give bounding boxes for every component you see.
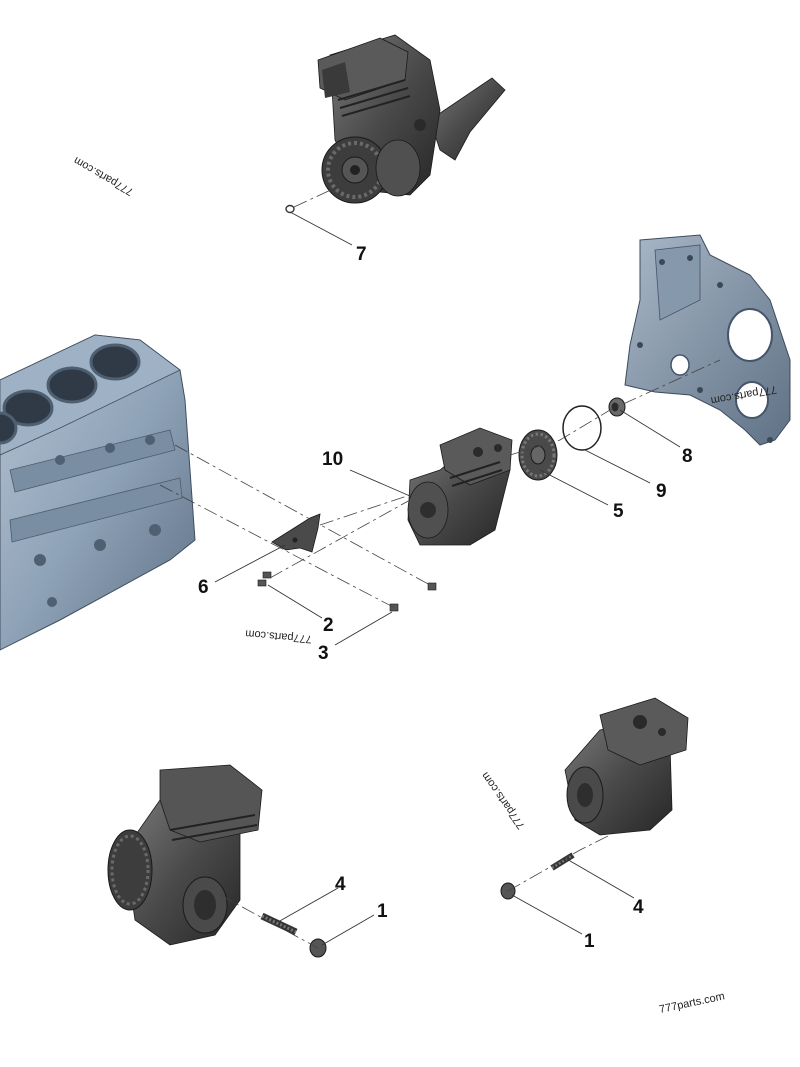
compressor-bottom-right — [564, 697, 689, 836]
callout-3: 3 — [318, 643, 329, 664]
callout-4-right: 4 — [633, 897, 644, 918]
callout-1-left: 1 — [377, 901, 388, 922]
compressor-bottom-left — [107, 764, 263, 946]
callout-6: 6 — [198, 577, 209, 598]
callout-5: 5 — [613, 501, 624, 522]
callout-2: 2 — [323, 615, 334, 636]
gear-housing — [624, 234, 791, 446]
callout-4-left: 4 — [335, 874, 346, 895]
callout-10: 10 — [322, 449, 343, 470]
watermark-top-left: 777parts.com — [72, 154, 136, 198]
stud-4-right — [550, 852, 575, 871]
compressor-middle — [407, 427, 513, 546]
callouts: 7 8 9 5 10 6 2 3 4 1 4 1 — [198, 244, 693, 952]
watermark-bottom-right-rotated: 777parts.com — [479, 770, 527, 831]
callout-9: 9 — [656, 481, 667, 502]
compressor-top — [317, 34, 506, 204]
assembly-centerlines — [159, 359, 721, 609]
leader-lines — [214, 211, 681, 946]
callout-7: 7 — [356, 244, 367, 265]
watermark-middle: 777parts.com — [245, 627, 312, 645]
drive-gear-5 — [518, 429, 558, 481]
callout-8: 8 — [682, 446, 693, 467]
bracket-6 — [271, 513, 321, 553]
o-ring-9 — [562, 405, 602, 451]
bolts-2-3 — [257, 571, 437, 612]
callout-1-right: 1 — [584, 931, 595, 952]
engine-block — [0, 334, 196, 651]
nut-8 — [608, 397, 626, 417]
stud-4-left — [260, 912, 298, 936]
watermark-bottom-corner: 777parts.com — [658, 990, 726, 1016]
o-ring-7 — [285, 187, 336, 214]
